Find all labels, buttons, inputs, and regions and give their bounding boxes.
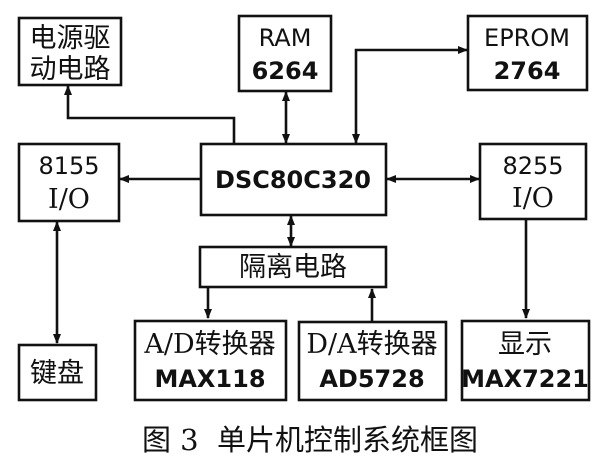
block-power-driver: 电源驱 动电路 xyxy=(17,16,123,87)
block-power-driver-line1: 电源驱 xyxy=(30,23,111,54)
block-ram-line2: 6264 xyxy=(252,57,319,85)
block-cpu: DSC80C320 xyxy=(199,142,388,217)
connector-cpu-power-driver xyxy=(64,85,236,145)
block-dac-line1: D/A转换器 xyxy=(306,329,437,360)
block-eprom-line1: EPROM xyxy=(484,24,570,52)
block-ram-line1: RAM xyxy=(259,24,312,52)
block-adc-line1: A/D转换器 xyxy=(143,329,275,360)
block-dac-line2: AD5728 xyxy=(319,365,424,393)
block-keyboard-label: 键盘 xyxy=(30,358,84,389)
block-io-8255: 8255 I/O xyxy=(478,142,588,221)
block-keyboard: 键盘 xyxy=(17,343,98,402)
block-display-line1: 显示 xyxy=(498,329,552,360)
block-isolation: 隔离电路 xyxy=(198,245,388,289)
block-io-8155-line1: 8155 xyxy=(38,152,99,180)
block-io-8155: 8155 I/O xyxy=(17,142,121,223)
block-io-8255-line1: 8255 xyxy=(502,152,563,180)
block-display: 显示 MAX7221 xyxy=(460,319,591,402)
block-adc: A/D转换器 MAX118 xyxy=(133,319,288,402)
block-io-8255-line2: I/O xyxy=(512,183,554,214)
block-power-driver-line2: 动电路 xyxy=(30,54,111,85)
block-ram: RAM 6264 xyxy=(237,14,333,93)
block-dac: D/A转换器 AD5728 xyxy=(297,320,448,402)
block-io-8155-line2: I/O xyxy=(48,184,90,215)
connector-cpu-eprom xyxy=(352,46,468,144)
figure-caption: 图 3 单片机控制系统框图 xyxy=(142,423,478,457)
block-adc-line2: MAX118 xyxy=(154,365,265,393)
block-isolation-label: 隔离电路 xyxy=(239,252,347,283)
block-cpu-label: DSC80C320 xyxy=(215,166,371,194)
block-eprom-line2: 2764 xyxy=(494,57,561,85)
block-eprom: EPROM 2764 xyxy=(466,14,589,92)
block-display-line2: MAX7221 xyxy=(461,365,589,393)
